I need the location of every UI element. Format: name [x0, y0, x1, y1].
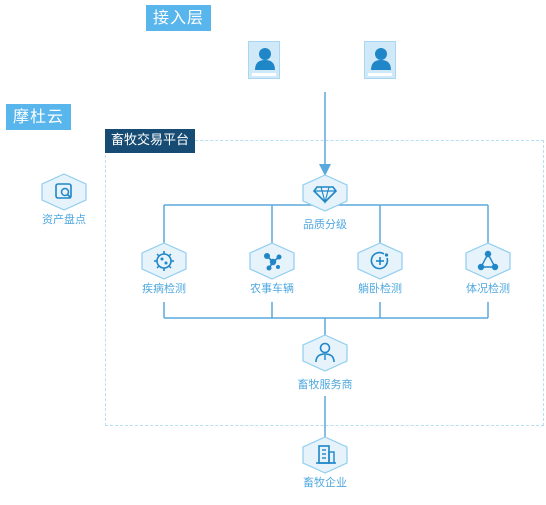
user-avatar-2 [364, 41, 396, 79]
molecule-icon [249, 242, 295, 280]
quality-grading-label: 品质分级 [301, 218, 349, 232]
node-posture-detection: 躺卧检测 [335, 241, 425, 296]
virus-icon [141, 242, 187, 280]
posture-detection-label: 躺卧检测 [358, 282, 402, 295]
disease-detection-label: 疾病检测 [142, 282, 186, 295]
plus-target-icon [357, 242, 403, 280]
search-box-icon [41, 173, 87, 211]
node-disease-detection: 疾病检测 [119, 241, 209, 296]
person-icon [371, 48, 391, 70]
asset-inventory-label: 资产盘点 [42, 213, 86, 226]
node-quality-grading: 品质分级 [280, 173, 370, 232]
node-farm-vehicle: 农事车辆 [227, 241, 317, 296]
service-provider-label: 畜牧服务商 [295, 378, 355, 392]
user-avatar-1 [248, 41, 280, 79]
enterprise-label: 畜牧企业 [303, 476, 347, 489]
triangle-network-icon [465, 242, 511, 280]
node-condition-detection: 体况检测 [443, 241, 533, 296]
farm-vehicle-label: 农事车辆 [250, 282, 294, 295]
person-icon [255, 48, 275, 70]
condition-detection-label: 体况检测 [466, 282, 510, 295]
cloud-tag: 摩杜云 [6, 104, 72, 130]
node-enterprise: 畜牧企业 [280, 435, 370, 490]
node-service-provider: 畜牧服务商 [280, 333, 370, 392]
node-asset-inventory: 资产盘点 [19, 172, 109, 227]
platform-tag: 畜牧交易平台 [105, 129, 196, 153]
access-layer-tag: 接入层 [146, 5, 212, 31]
diamond-icon [302, 174, 348, 212]
building-icon [302, 436, 348, 474]
user-icon [302, 334, 348, 372]
